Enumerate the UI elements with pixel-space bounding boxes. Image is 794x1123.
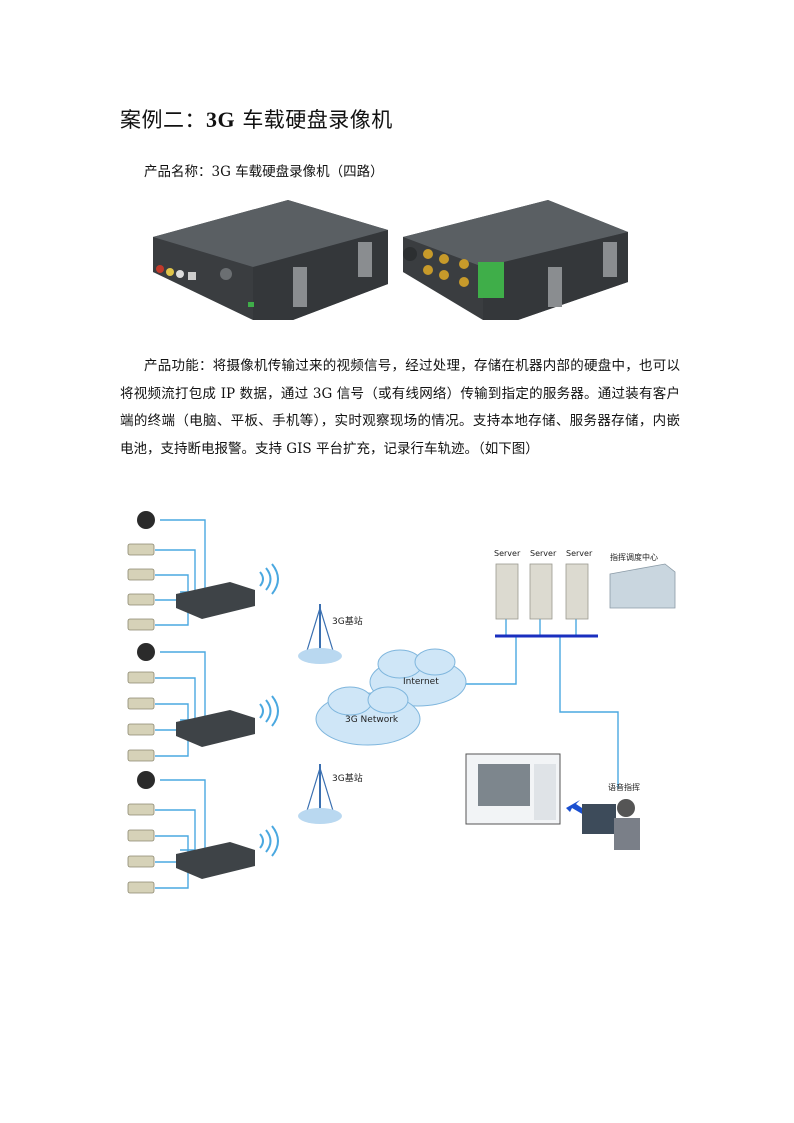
base-station-top xyxy=(298,604,342,664)
headset-icons xyxy=(137,511,155,789)
monitoring-screen xyxy=(465,753,561,825)
command-center-label: 指挥调度中心 xyxy=(610,552,658,562)
voice-command-label: 语音指挥 xyxy=(608,782,640,792)
base-station-label-top: 3G基站 xyxy=(332,615,363,627)
server-label-3: Server xyxy=(566,549,593,558)
server-label-1: Server xyxy=(494,549,521,558)
product-function-paragraph: 产品功能：将摄像机传输过来的视频信号，经过处理，存储在机器内部的硬盘中，也可以将… xyxy=(120,358,680,458)
base-station-label-bottom: 3G基站 xyxy=(332,772,363,784)
product-name: 产品名称：3G 车载硬盘录像机（四路） xyxy=(144,164,384,180)
command-center-building xyxy=(609,563,676,609)
operator-icon xyxy=(582,799,640,850)
recorder-devices xyxy=(176,582,255,879)
heading-bold: 3G xyxy=(206,107,236,132)
base-station-bottom xyxy=(298,764,342,824)
network-diagram: 3G基站 3G基站 Internet 3G Network Server Ser… xyxy=(127,511,676,894)
section-heading: 案例二：3G 车载硬盘录像机 xyxy=(120,104,393,134)
wireless-signals xyxy=(259,563,279,857)
cameras xyxy=(127,543,155,894)
heading-suffix: 车载硬盘录像机 xyxy=(242,108,393,132)
heading-prefix: 案例二： xyxy=(120,108,206,132)
3g-network-cloud xyxy=(315,686,421,746)
server-label-2: Server xyxy=(530,549,557,558)
device-front-photo xyxy=(153,200,388,320)
3g-network-label: 3G Network xyxy=(345,715,399,725)
server-icons xyxy=(495,563,589,620)
device-back-photo xyxy=(403,200,628,320)
internet-label: Internet xyxy=(403,677,439,687)
device-photos xyxy=(153,200,628,320)
